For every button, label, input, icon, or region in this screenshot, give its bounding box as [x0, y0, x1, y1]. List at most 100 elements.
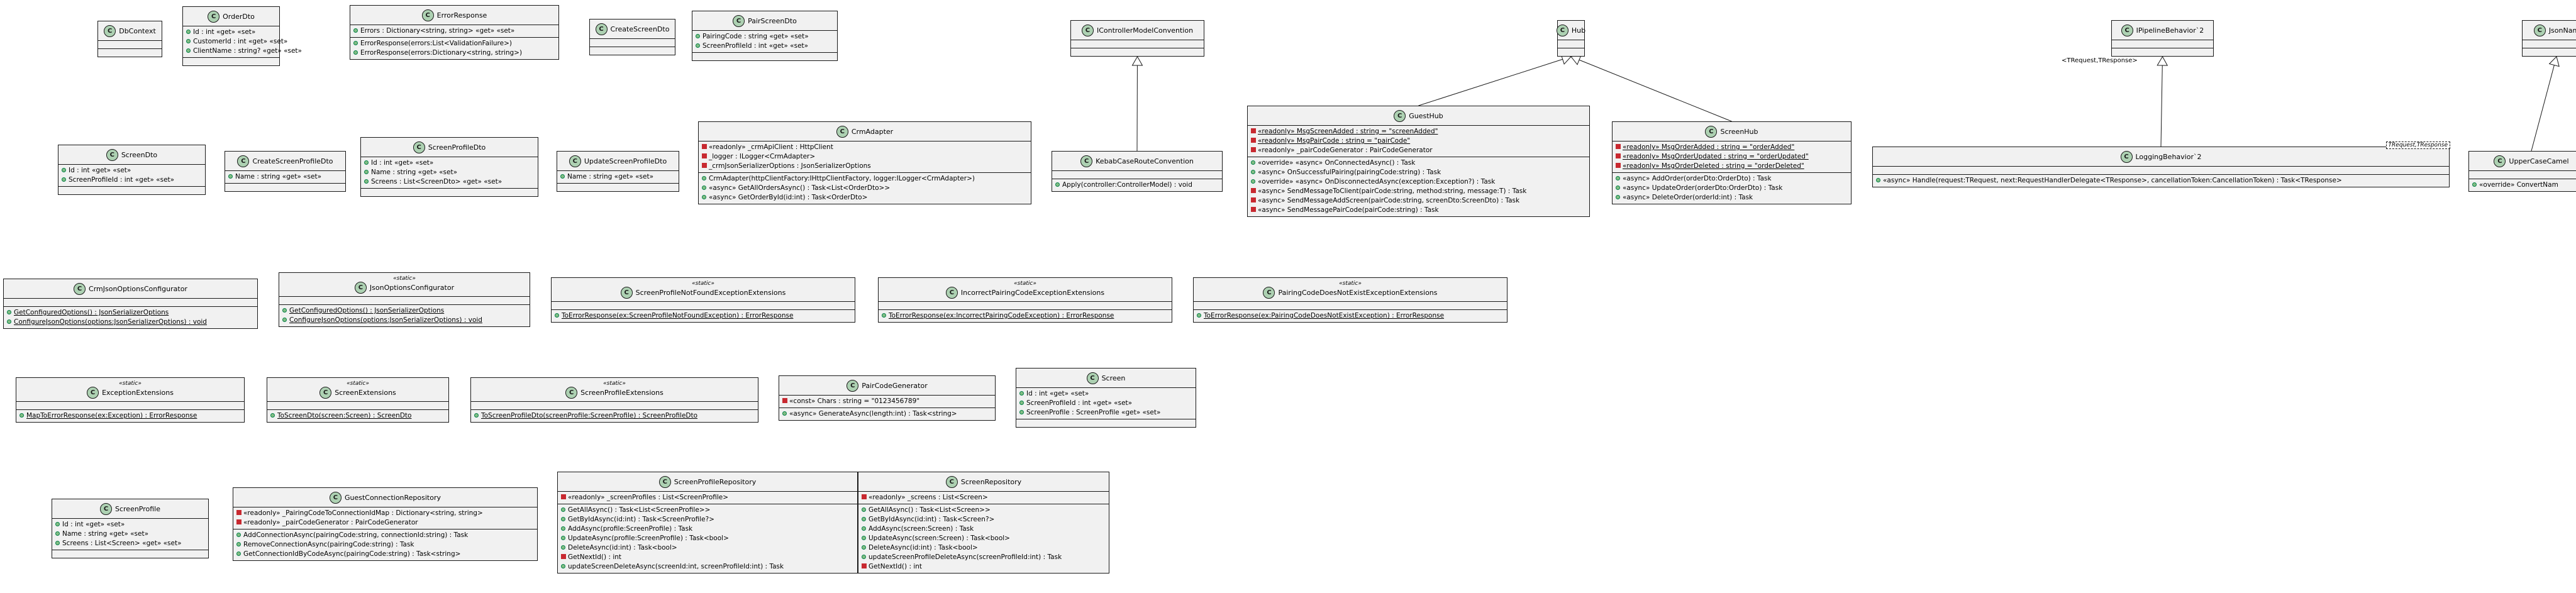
private-icon	[1250, 127, 1256, 136]
member-text: ToErrorResponse(ex:PairingCodeDoesNotExi…	[1204, 312, 1445, 319]
member-text: ScreenProfile : ScreenProfile «get» «set…	[1026, 409, 1161, 416]
class-c-icon: C	[565, 387, 578, 399]
class-stereotype: «static»	[1014, 280, 1036, 287]
class-field: «readonly» MsgOrderDeleted : string = "o…	[1615, 162, 1848, 171]
class-fields: Id : int «get» «set»ScreenProfileId : in…	[58, 164, 205, 186]
public-icon	[1196, 311, 1202, 321]
class-field: «readonly» _PairingCodeToConnectionIdMap…	[236, 509, 535, 518]
member-text: GetNextId() : int	[568, 553, 622, 561]
relation-line	[1418, 58, 1563, 106]
public-icon	[364, 177, 369, 187]
class-method: AddAsync(screen:Screen) : Task	[861, 524, 1106, 534]
class-name: KebabCaseRouteConvention	[1096, 157, 1194, 165]
public-icon	[353, 26, 358, 36]
class-method: «async» Handle(request:TRequest, next:Re…	[1875, 176, 2446, 186]
member-text: ToScreenProfileDto(screenProfile:ScreenP…	[481, 412, 698, 419]
class-field: Name : string «get» «set»	[228, 172, 343, 182]
class-fields: «readonly» MsgScreenAdded : string = "sc…	[1248, 125, 1589, 157]
class-methods	[52, 550, 208, 558]
public-icon	[186, 37, 191, 47]
class-fields	[1873, 166, 2449, 174]
class-field: «readonly» _pairCodeGenerator : PairCode…	[1250, 146, 1587, 155]
class-field: Name : string «get» «set»	[560, 172, 676, 182]
class-method: «override» ConvertNam	[2472, 180, 2576, 190]
member-text: Name : string «get» «set»	[62, 530, 148, 538]
member-text: GetAllAsync() : Task<List<ScreenProfile>…	[568, 506, 711, 514]
class-name: PairScreenDto	[748, 16, 797, 25]
private-icon	[1615, 162, 1621, 171]
public-icon	[19, 411, 25, 421]
class-field: «readonly» MsgOrderAdded : string = "ord…	[1615, 143, 1848, 152]
class-c-icon: C	[945, 287, 958, 299]
member-text: Name : string «get» «set»	[235, 173, 321, 180]
class-fields: Errors : Dictionary<string, string> «get…	[350, 25, 558, 37]
class-fields	[98, 40, 162, 48]
public-icon	[560, 543, 566, 553]
class-name: UpdateScreenProfileDto	[584, 157, 667, 165]
class-method: GetByIdAsync(id:int) : Task<ScreenProfil…	[560, 515, 855, 524]
class-name: ScreenRepository	[960, 477, 1022, 486]
public-icon	[861, 534, 867, 543]
class-methods: GetConfiguredOptions() : JsonSerializerO…	[279, 304, 530, 326]
class-method: «async» SendMessageToClient(pairCode:str…	[1250, 187, 1587, 196]
member-text: ToErrorResponse(ex:IncorrectPairingCodeE…	[889, 312, 1114, 319]
public-icon	[881, 311, 887, 321]
class-field: Id : int «get» «set»	[364, 158, 535, 168]
member-text: Name : string «get» «set»	[371, 169, 457, 176]
public-icon	[1615, 193, 1621, 202]
member-text: «readonly» MsgPairCode : string = "pairC…	[1258, 137, 1411, 145]
member-text: GetConnectionIdByCodeAsync(pairingCode:s…	[243, 550, 461, 558]
private-icon	[236, 509, 242, 518]
class-name: PairingCodeDoesNotExistExceptionExtensio…	[1278, 289, 1438, 297]
member-text: «async» AddOrder(orderDto:OrderDto) : Ta…	[1623, 175, 1772, 182]
class-methods: Apply(controller:ControllerModel) : void	[1052, 179, 1222, 191]
class-name: GuestConnectionRepository	[344, 493, 441, 502]
public-icon	[560, 515, 566, 524]
class-method: Apply(controller:ControllerModel) : void	[1055, 180, 1219, 190]
class-name: ScreenDto	[121, 150, 158, 159]
class-c-icon: C	[237, 155, 250, 167]
class-field: Id : int «get» «set»	[1019, 389, 1193, 399]
member-text: ToScreenDto(screen:Screen) : ScreenDto	[277, 412, 412, 419]
